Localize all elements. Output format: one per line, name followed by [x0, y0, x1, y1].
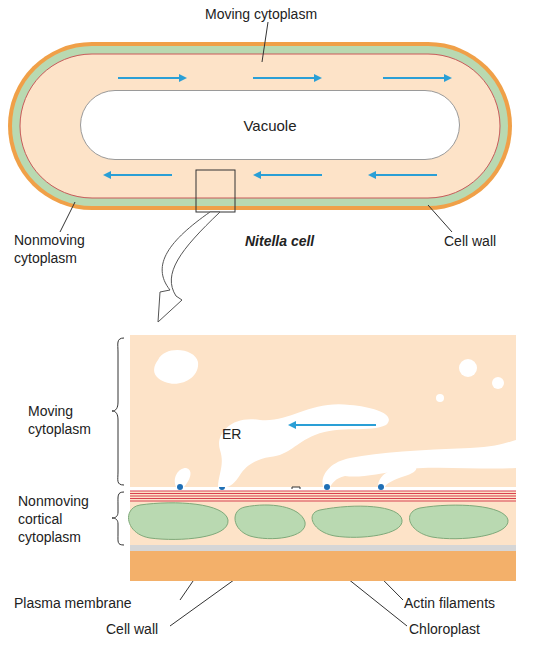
part-label: Chloroplast — [409, 620, 529, 638]
nonmoving-cytoplasm — [12, 46, 508, 206]
part-label: Cell wall — [444, 232, 524, 250]
vacuole-box: Vacuole — [80, 90, 460, 160]
moving-cytoplasm-detail — [130, 335, 516, 487]
er-outline — [200, 395, 400, 490]
part-label: Nonmoving cortical cytoplasm — [18, 492, 108, 546]
part-label: Actin filaments — [404, 594, 529, 612]
cell-wall — [8, 42, 512, 210]
node-text: Vacuole — [243, 117, 296, 134]
part-label: Moving cytoplasm — [28, 402, 108, 438]
node-text: ER — [222, 426, 241, 442]
actin-bracket — [292, 487, 300, 489]
attachment-dots — [177, 484, 384, 490]
zoom-arrow — [158, 212, 220, 322]
part-label: Cell wall — [106, 620, 186, 638]
er-pieces — [154, 350, 516, 487]
part-label: Moving cytoplasm — [205, 5, 345, 23]
actin-filaments — [130, 491, 516, 501]
part-label: Plasma membrane — [14, 594, 184, 612]
zoom-box — [196, 170, 235, 212]
moving-cytoplasm — [20, 54, 500, 198]
er-shape: ER — [200, 395, 400, 490]
er-outline-path — [218, 404, 389, 487]
chloroplasts — [129, 503, 509, 540]
part-label: Nitella cell — [245, 232, 365, 250]
part-label: Nonmoving cytoplasm — [14, 231, 109, 267]
cell-wall-detail — [130, 551, 516, 581]
braces — [112, 338, 124, 545]
plasma-membrane — [130, 545, 516, 551]
